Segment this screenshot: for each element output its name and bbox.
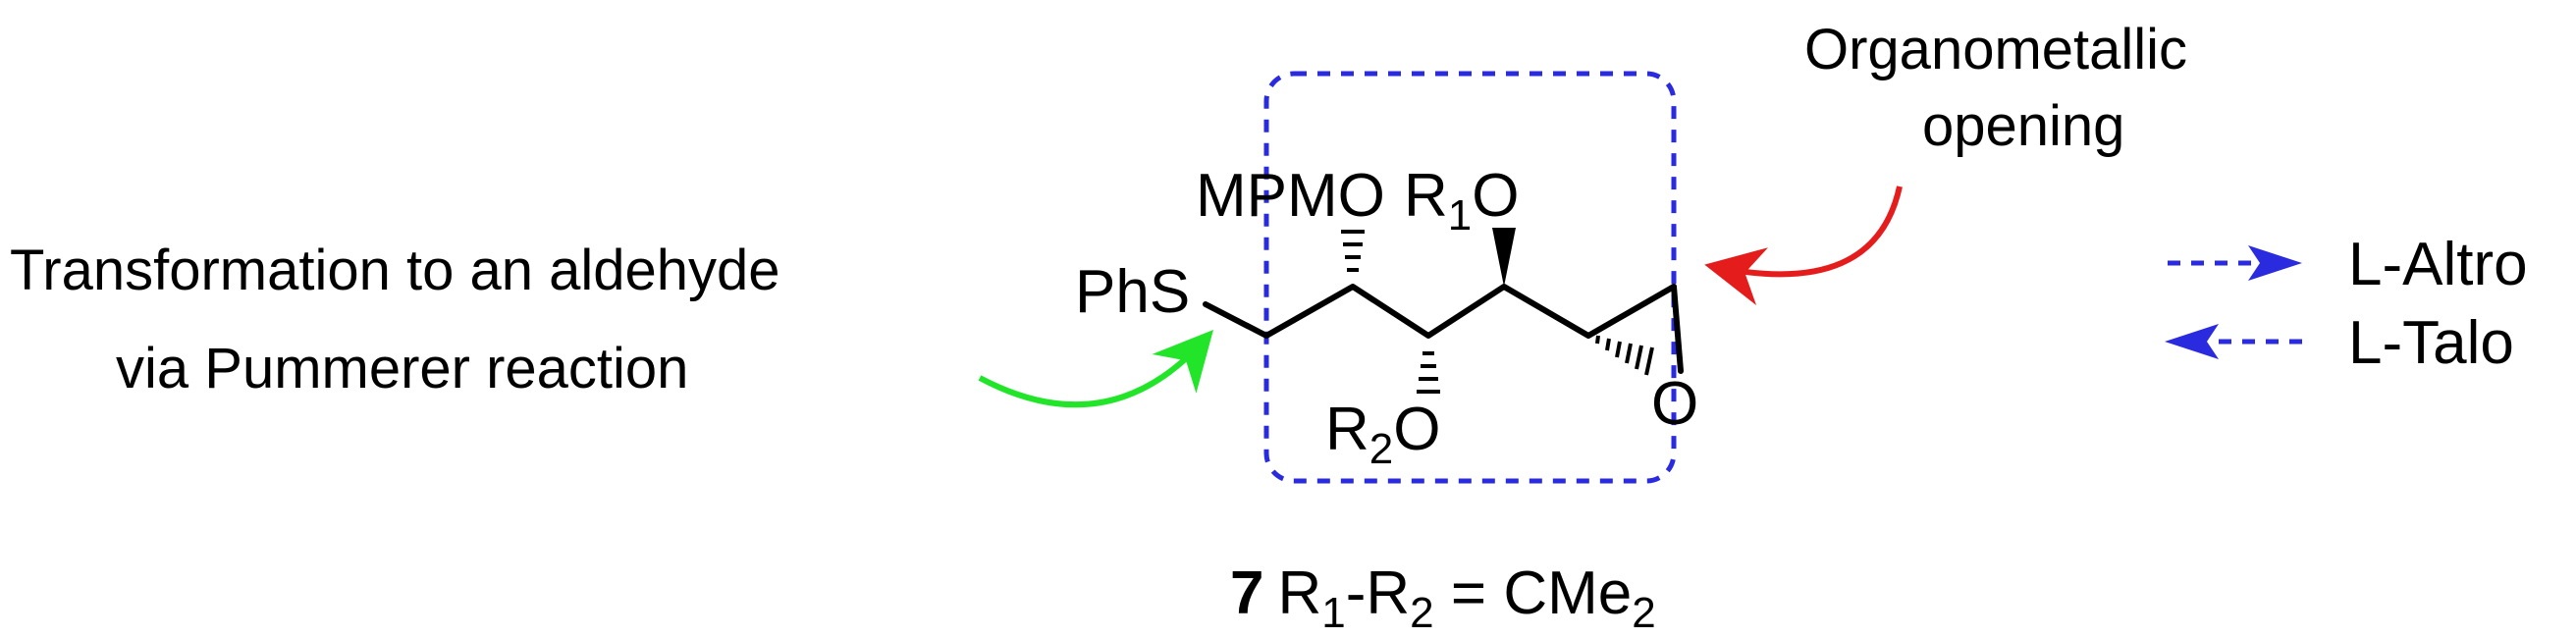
legend-arrowhead-left [2165, 324, 2219, 359]
mpmo-label: MPMO [1196, 162, 1385, 230]
green-curved-arrow [978, 330, 1213, 408]
left-annotation-line1: Transformation to an aldehyde [10, 239, 780, 302]
r2o-label: R2O [1325, 396, 1441, 473]
legend-label-altro: L-Altro [2348, 231, 2528, 298]
legend-label-talo: L-Talo [2348, 309, 2514, 377]
wedge-bond-r1o [1492, 228, 1516, 287]
right-annotation-line1: Organometallic [1804, 18, 2187, 81]
legend: L-Altro L-Talo [2165, 231, 2528, 377]
right-annotation-line2: opening [1922, 94, 2124, 158]
epoxide-hashed-bond [1595, 335, 1654, 376]
epoxide-bond-c-o [1671, 284, 1684, 374]
carbon-backbone [1203, 284, 1677, 339]
red-curved-arrow [1704, 186, 1903, 305]
hashed-bond-r2o [1417, 351, 1440, 394]
legend-arrowhead-right [2248, 245, 2302, 281]
hashed-bond-mpmo [1341, 230, 1365, 272]
phs-label: PhS [1075, 258, 1190, 326]
dashed-highlight-box [1263, 71, 1677, 484]
r1o-label: R1O [1404, 162, 1520, 239]
epoxide-oxygen-label: O [1651, 370, 1698, 438]
left-annotation-line2: via Pummerer reaction [116, 337, 688, 400]
